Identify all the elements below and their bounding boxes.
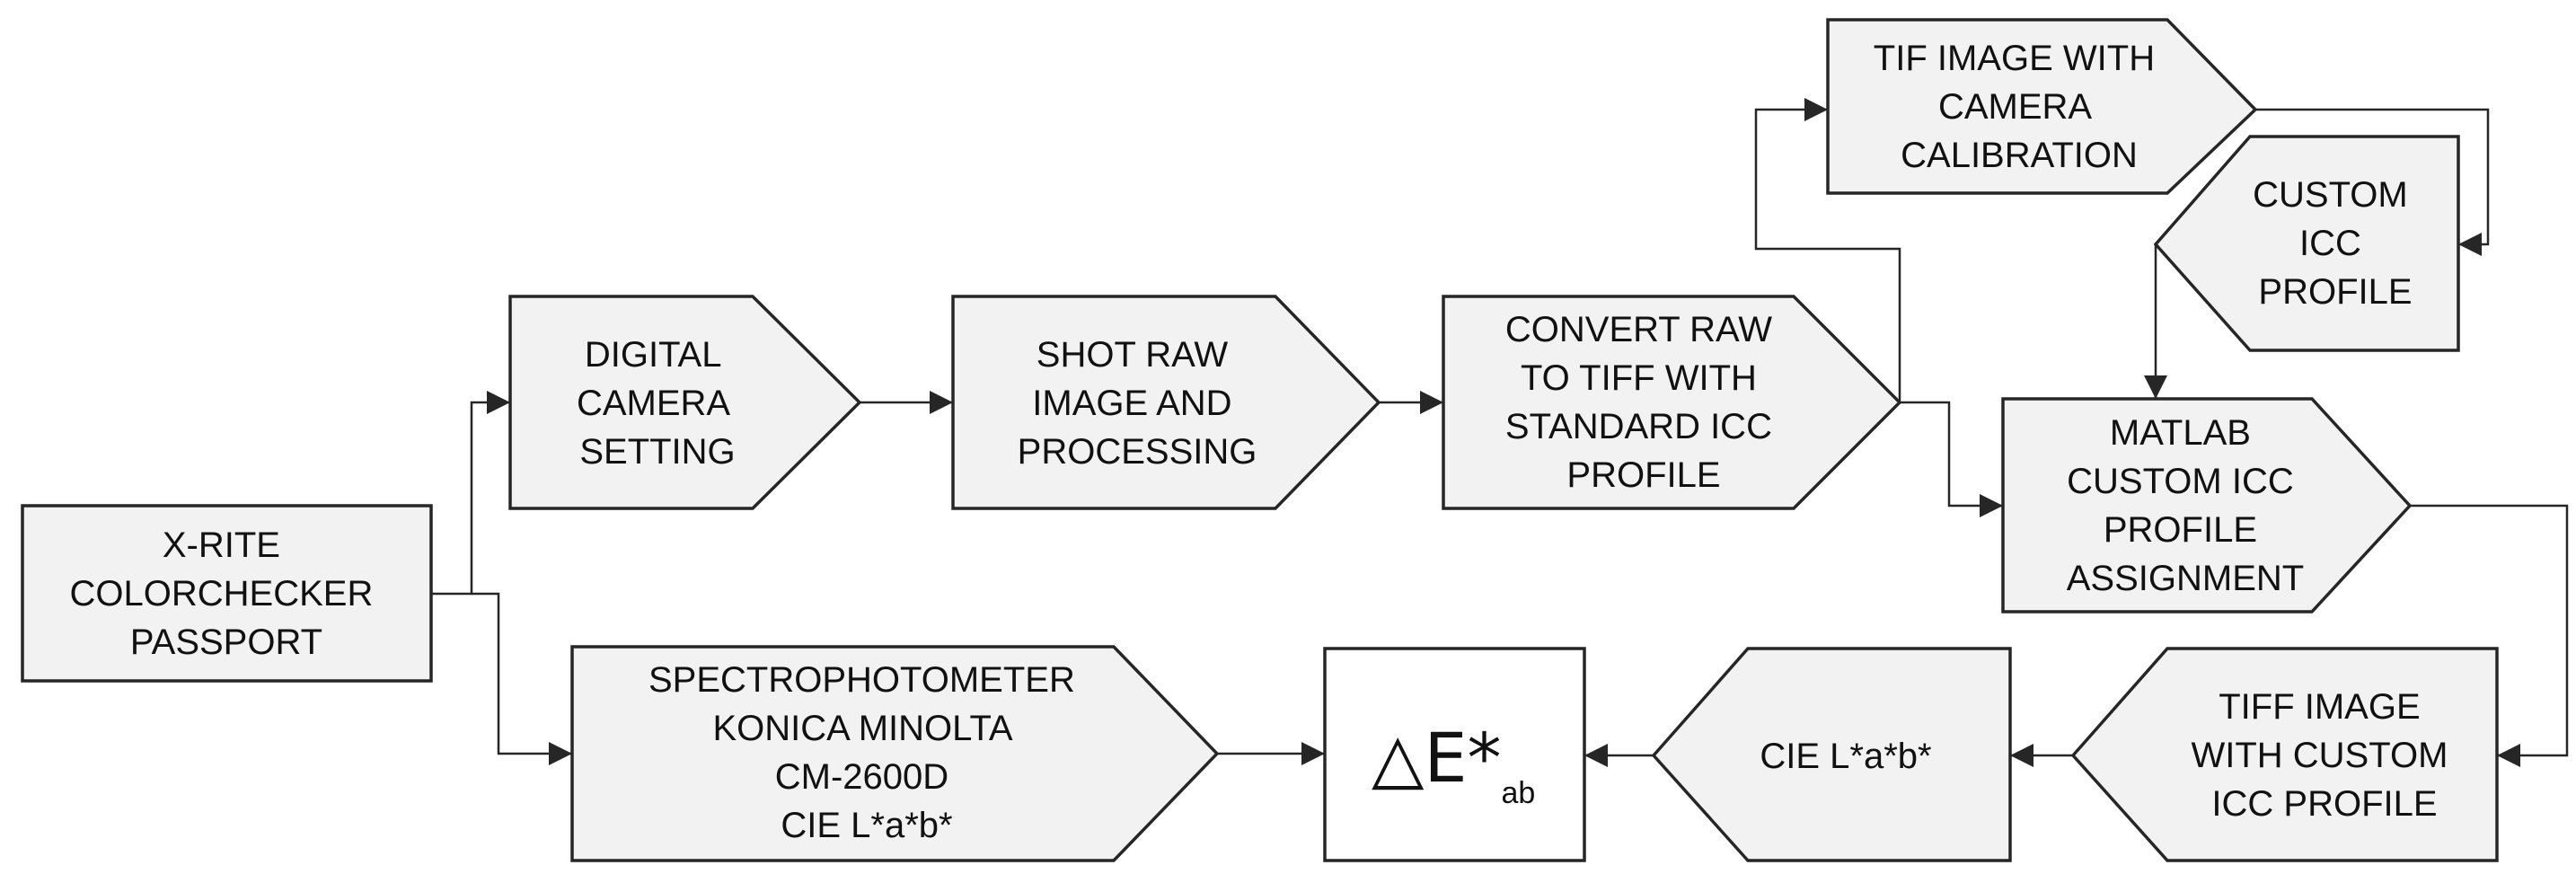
xrite-label: X-RITE COLORCHECKER PASSPORT	[70, 525, 384, 662]
node-matlab: MATLAB CUSTOM ICC PROFILE ASSIGNMENT	[2001, 397, 2413, 614]
spectro-label-line: SPECTROPHOTOMETER	[648, 660, 1075, 700]
matlab-label-line: MATLAB	[2110, 413, 2251, 453]
convert-raw-label: CONVERT RAW TO TIFF WITH STANDARD ICC PR…	[1505, 310, 1782, 495]
node-convert-raw: CONVERT RAW TO TIFF WITH STANDARD ICC PR…	[1442, 295, 1902, 510]
tif-calibration-label-line: CAMERA	[1938, 87, 2092, 127]
matlab-label-line: PROFILE	[2104, 510, 2257, 550]
connector-tif-calibration-to-custom-icc	[2255, 108, 2490, 256]
spectro-label-line: CM-2600D	[775, 757, 948, 797]
tiff-custom-label-line: TIFF IMAGE	[2219, 687, 2420, 727]
custom-icc-label-line: CUSTOM	[2253, 175, 2408, 215]
tif-calibration-shape	[1826, 18, 2258, 195]
node-custom-icc: CUSTOM ICC PROFILE	[2153, 135, 2460, 352]
node-tiff-custom: TIFF IMAGE WITH CUSTOM ICC PROFILE	[2070, 647, 2499, 862]
node-xrite: X-RITE COLORCHECKER PASSPORT	[21, 504, 433, 683]
spectro-label-line: CIE L*a*b*	[781, 806, 952, 845]
tiff-custom-label-line: ICC PROFILE	[2211, 784, 2437, 824]
spectro-label-line: KONICA MINOLTA	[712, 709, 1012, 748]
connector-convert-raw-to-tif-calibration	[1754, 98, 1901, 402]
connector-convert-raw-to-matlab	[1900, 401, 2003, 517]
cielab-label: CIE L*a*b*	[1760, 737, 1931, 776]
convert-raw-label-line: CONVERT RAW	[1505, 310, 1772, 349]
connectors	[431, 98, 2569, 767]
cielab-shape	[1651, 647, 2012, 862]
tiff-custom-shape	[2070, 647, 2499, 862]
xrite-label-line: COLORCHECKER	[70, 574, 374, 614]
node-shot-raw: SHOT RAW IMAGE AND PROCESSING	[951, 295, 1381, 510]
convert-raw-label-line: TO TIFF WITH	[1521, 358, 1757, 398]
convert-raw-label-line: STANDARD ICC	[1505, 407, 1772, 446]
convert-raw-label-line: PROFILE	[1566, 455, 1720, 495]
custom-icc-label-line: PROFILE	[2258, 272, 2412, 312]
delta-e-symbol-text: △E*	[1372, 718, 1501, 798]
node-cielab: CIE L*a*b*	[1651, 647, 2012, 862]
custom-icc-shape	[2153, 135, 2460, 352]
tif-calibration-label-line: TIF IMAGE WITH	[1874, 39, 2155, 78]
xrite-label-line: X-RITE	[163, 525, 280, 565]
matlab-label-line: CUSTOM ICC	[2067, 462, 2294, 501]
shot-raw-label-line: IMAGE AND	[1032, 384, 1231, 423]
connector-xrite-to-camera-setting	[431, 391, 510, 596]
delta-e-symbol: △E*ab	[1372, 718, 1535, 810]
xrite-box	[21, 504, 433, 683]
xrite-label-line: PASSPORT	[130, 622, 322, 662]
tiff-custom-label-line: WITH CUSTOM	[2191, 736, 2448, 775]
matlab-label: MATLAB CUSTOM ICC PROFILE ASSIGNMENT	[2067, 413, 2304, 598]
spectro-label: SPECTROPHOTOMETER KONICA MINOLTA CM-2600…	[648, 660, 1085, 845]
spectro-shape	[570, 645, 1220, 862]
matlab-shape	[2001, 397, 2413, 614]
tiff-custom-label: TIFF IMAGE WITH CUSTOM ICC PROFILE	[2191, 687, 2457, 824]
camera-setting-shape	[508, 295, 862, 510]
custom-icc-label: CUSTOM ICC PROFILE	[2253, 175, 2418, 312]
shot-raw-label: SHOT RAW IMAGE AND PROCESSING	[1018, 335, 1257, 472]
node-tif-calibration: TIF IMAGE WITH CAMERA CALIBRATION	[1826, 18, 2258, 195]
camera-setting-label-line: DIGITAL	[585, 335, 720, 375]
connector-matlab-to-tiff-custom	[2410, 504, 2569, 767]
cielab-label-line: CIE L*a*b*	[1760, 737, 1931, 776]
shot-raw-label-line: PROCESSING	[1018, 432, 1257, 472]
convert-raw-shape	[1442, 295, 1902, 510]
tif-calibration-label-line: CALIBRATION	[1901, 136, 2138, 175]
camera-setting-label-line: CAMERA	[577, 384, 730, 423]
custom-icc-label-line: ICC	[2299, 224, 2361, 263]
shot-raw-shape	[951, 295, 1381, 510]
node-spectro: SPECTROPHOTOMETER KONICA MINOLTA CM-2600…	[570, 645, 1220, 862]
tif-calibration-label: TIF IMAGE WITH CAMERA CALIBRATION	[1874, 39, 2165, 175]
delta-e-box	[1323, 647, 1586, 862]
camera-setting-label: DIGITAL CAMERA SETTING	[577, 335, 738, 472]
matlab-label-line: ASSIGNMENT	[2067, 559, 2304, 598]
shot-raw-label-line: SHOT RAW	[1037, 335, 1229, 375]
node-delta-e: △E*ab	[1323, 647, 1586, 862]
delta-e-subscript: ab	[1501, 776, 1535, 810]
connector-xrite-to-spectro	[472, 592, 572, 765]
node-camera-setting: DIGITAL CAMERA SETTING	[508, 295, 862, 510]
camera-setting-label-line: SETTING	[579, 432, 735, 472]
